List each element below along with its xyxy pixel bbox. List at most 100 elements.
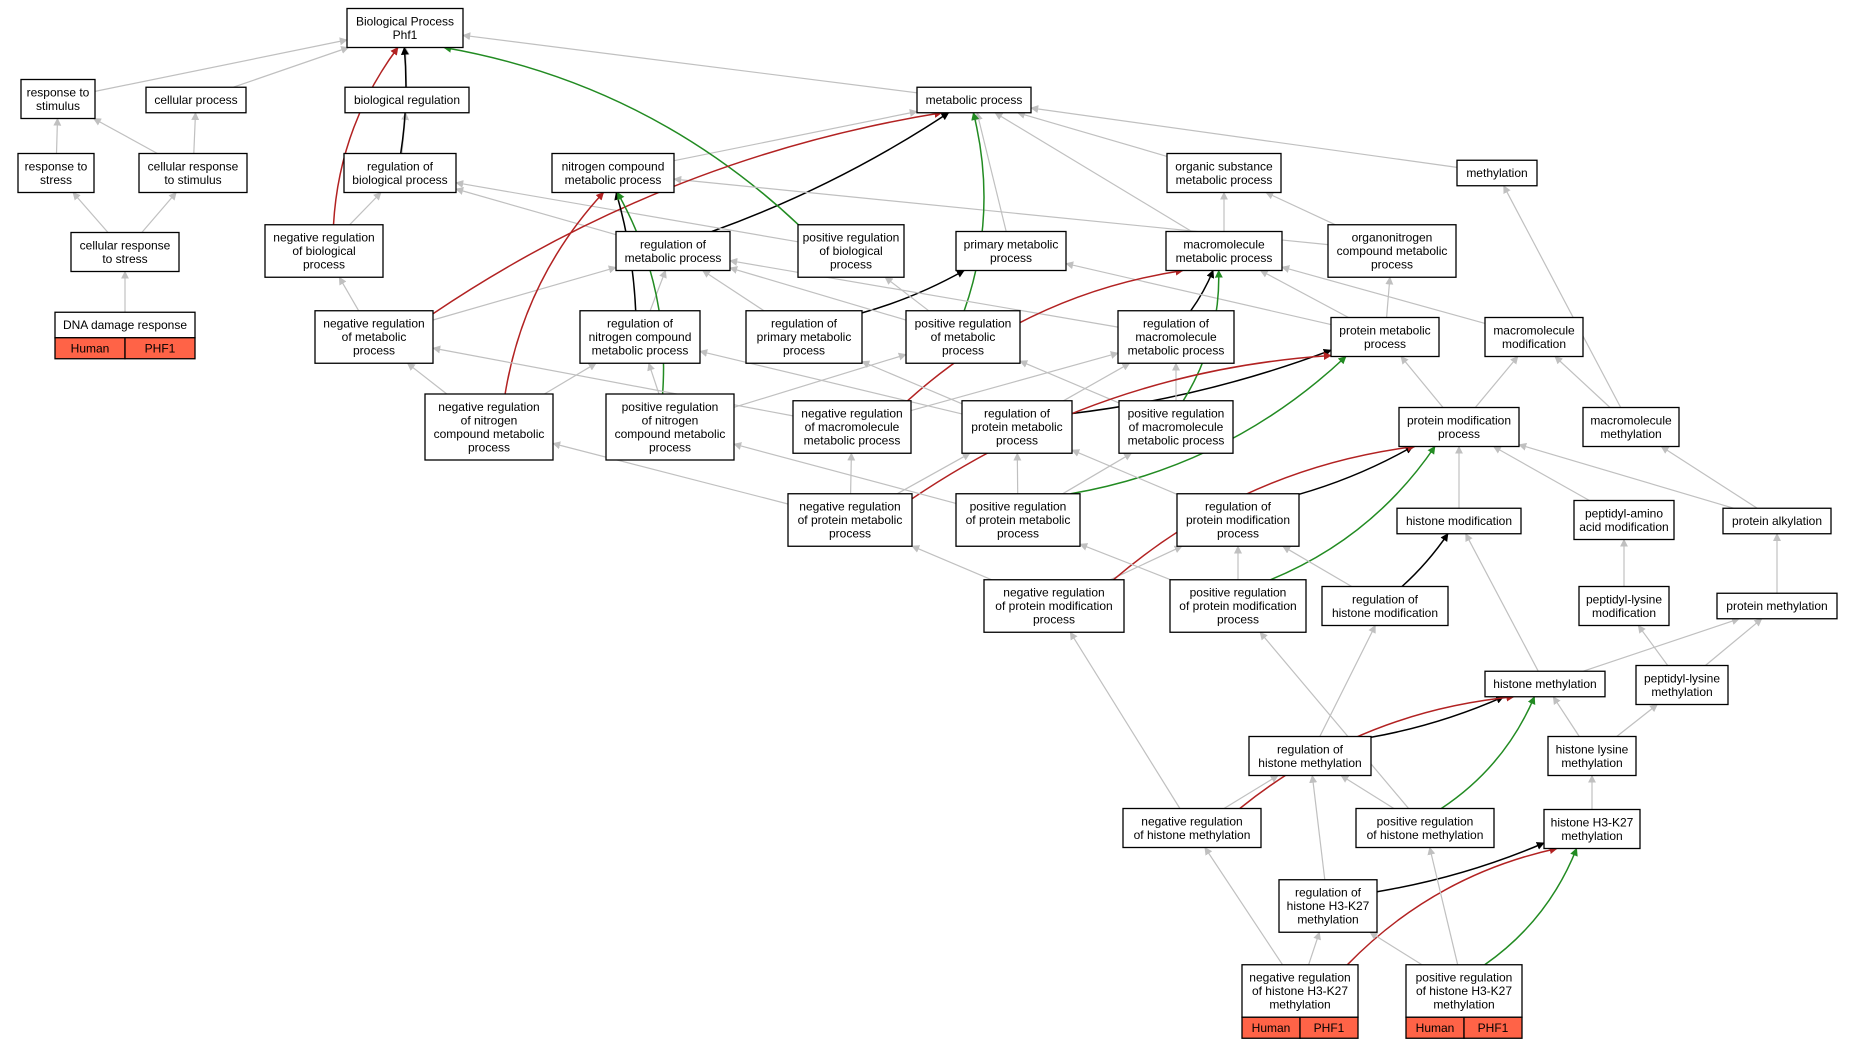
node-br[interactable]: biological regulation bbox=[344, 86, 470, 114]
node-label: organonitrogen bbox=[1352, 231, 1433, 245]
node-ddr[interactable]: DNA damage response bbox=[54, 311, 196, 339]
node-box bbox=[1543, 808, 1641, 850]
node-palk[interactable]: protein alkylation bbox=[1722, 507, 1832, 535]
node-box bbox=[1396, 507, 1522, 535]
node-label: of macromolecule bbox=[805, 420, 900, 434]
node-label: positive regulation bbox=[1416, 971, 1513, 985]
edge-rhmod-to-rpmodp bbox=[1282, 545, 1353, 588]
node-label: process bbox=[829, 527, 871, 541]
node-box bbox=[961, 400, 1073, 454]
node-label: compound metabolic bbox=[1337, 244, 1448, 258]
edge-prhmeth-to-hmeth bbox=[1440, 696, 1536, 810]
node-label: metabolic process bbox=[1176, 251, 1273, 265]
node-label: metabolic process bbox=[565, 173, 662, 187]
node-label: regulation of bbox=[640, 237, 707, 251]
node-box bbox=[1278, 879, 1378, 933]
node-label: regulation of bbox=[1295, 886, 1362, 900]
node-label: process bbox=[942, 344, 984, 358]
edge-nrmp-to-mp bbox=[432, 109, 943, 315]
node-label: metabolic process bbox=[1128, 344, 1225, 358]
edge-rts-to-bp bbox=[94, 37, 348, 92]
node-label: regulation of bbox=[1277, 742, 1344, 756]
node-label: of histone methylation bbox=[1134, 828, 1251, 842]
edge-rpmp-to-rmp bbox=[702, 269, 765, 312]
node-cp[interactable]: cellular process bbox=[145, 86, 247, 114]
node-meth[interactable]: methylation bbox=[1456, 159, 1538, 187]
node-pmeth[interactable]: protein methylation bbox=[1716, 592, 1838, 620]
node-box bbox=[1635, 664, 1729, 706]
node-hmod[interactable]: histone modification bbox=[1396, 507, 1522, 535]
edge-rpmp-to-pmp bbox=[861, 269, 965, 314]
node-label: cellular response bbox=[148, 159, 239, 173]
node-label: metabolic process bbox=[804, 434, 901, 448]
node-label: protein methylation bbox=[1726, 599, 1827, 613]
node-hmeth[interactable]: histone methylation bbox=[1484, 670, 1606, 698]
node-box bbox=[344, 86, 470, 114]
edge-pmodp-to-mm bbox=[1474, 355, 1519, 408]
edge-nrhk27-to-nrhmeth bbox=[1204, 846, 1284, 966]
edge-prhk27-to-prhmeth bbox=[1427, 846, 1459, 965]
edge-rhmeth-to-rhmod bbox=[1319, 624, 1376, 737]
node-mp[interactable]: metabolic process bbox=[916, 86, 1032, 114]
node-label: peptidyl-lysine bbox=[1586, 592, 1662, 606]
edge-prpmodp-to-pmodp bbox=[1270, 445, 1436, 581]
edge-nrpmodp-to-rpmodp bbox=[1109, 545, 1183, 581]
node-box bbox=[1118, 400, 1234, 454]
edge-prmp-to-prbp bbox=[884, 276, 930, 312]
edge-prmp-to-rmp bbox=[729, 266, 907, 321]
edge-prprotmp-to-prncmp bbox=[733, 442, 957, 504]
node-label: macromolecule bbox=[1590, 413, 1672, 427]
node-label: positive regulation bbox=[970, 500, 1067, 514]
edge-rhmod-to-hmod bbox=[1401, 533, 1449, 588]
edge-prhk27-to-rhk27 bbox=[1369, 931, 1423, 966]
node-box bbox=[1176, 493, 1300, 547]
node-label: stress bbox=[40, 173, 72, 187]
